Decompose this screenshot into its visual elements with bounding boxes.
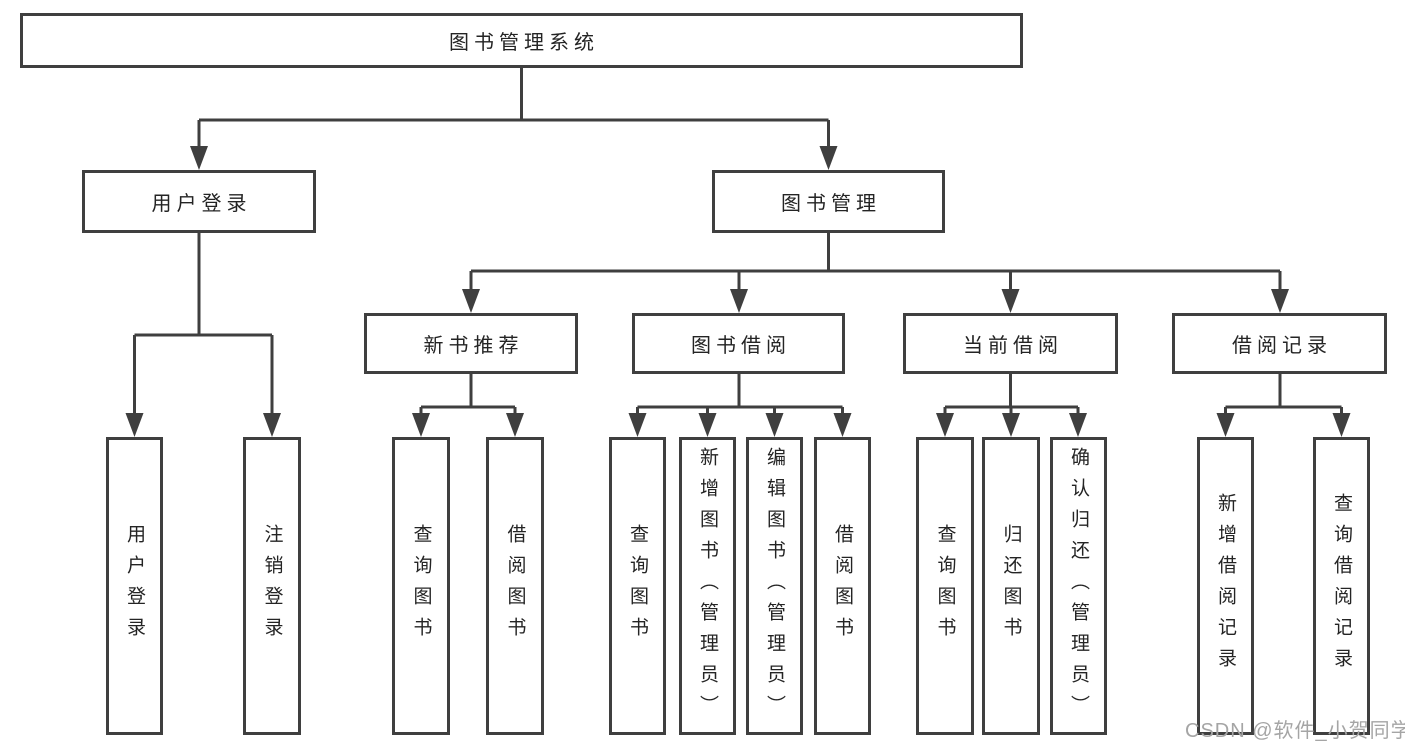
arrowhead xyxy=(1332,413,1351,437)
node-user-login: 用户登录 xyxy=(82,170,316,233)
leaf-user-login: 用户登录 xyxy=(106,437,163,735)
arrowhead xyxy=(628,413,647,437)
arrowhead xyxy=(819,146,838,170)
leaf-query-books-recommend: 查询图书 xyxy=(392,437,450,735)
leaf-query-books-borrowing: 查询图书 xyxy=(609,437,666,735)
leaf-add-borrow-record: 新增借阅记录 xyxy=(1197,437,1254,735)
node-current-borrowing: 当前借阅 xyxy=(903,313,1118,374)
connector-new-book-to-children xyxy=(419,374,517,418)
arrowhead xyxy=(1271,289,1289,313)
arrowhead xyxy=(730,289,748,313)
arrowhead xyxy=(506,413,524,437)
node-book-borrowing: 图书借阅 xyxy=(632,313,845,374)
connector-book-management-to-level3 xyxy=(469,233,1282,293)
node-book-management: 图书管理 xyxy=(712,170,945,233)
leaf-add-book-admin: 新增图书（管理员） xyxy=(679,437,736,735)
arrowhead xyxy=(190,146,208,170)
leaf-edit-book-admin: 编辑图书（管理员） xyxy=(746,437,803,735)
csdn-watermark: CSDN @软件_小贺同学 xyxy=(1185,720,1405,742)
arrowhead xyxy=(412,413,430,437)
arrowhead xyxy=(765,413,784,437)
connector-borrow-records-to-children xyxy=(1224,374,1343,418)
leaf-logout: 注销登录 xyxy=(243,437,301,735)
leaf-query-borrow-record: 查询借阅记录 xyxy=(1313,437,1370,735)
connector-root-to-level2 xyxy=(197,68,830,150)
connector-user-login-to-children xyxy=(133,233,274,417)
leaf-return-books: 归还图书 xyxy=(982,437,1040,735)
leaf-query-books-current: 查询图书 xyxy=(916,437,974,735)
node-new-book-recommend: 新书推荐 xyxy=(364,313,578,374)
arrowhead xyxy=(936,413,954,437)
arrowhead xyxy=(1001,289,1020,313)
arrowhead xyxy=(1069,413,1087,437)
leaf-borrow-books-recommend: 借阅图书 xyxy=(486,437,544,735)
node-root-library-system: 图书管理系统 xyxy=(20,13,1023,68)
arrowhead xyxy=(263,413,281,437)
leaf-borrow-books-borrowing: 借阅图书 xyxy=(814,437,871,735)
connector-book-borrowing-to-children xyxy=(636,374,844,418)
arrowhead xyxy=(125,413,144,437)
arrowhead xyxy=(462,289,480,313)
arrowhead xyxy=(1002,413,1020,437)
node-borrow-records: 借阅记录 xyxy=(1172,313,1387,374)
connector-current-borrowing-to-children xyxy=(943,374,1080,418)
arrowhead xyxy=(698,413,717,437)
arrowhead xyxy=(1216,413,1235,437)
arrowhead xyxy=(833,413,852,437)
leaf-confirm-return-admin: 确认归还（管理员） xyxy=(1050,437,1107,735)
